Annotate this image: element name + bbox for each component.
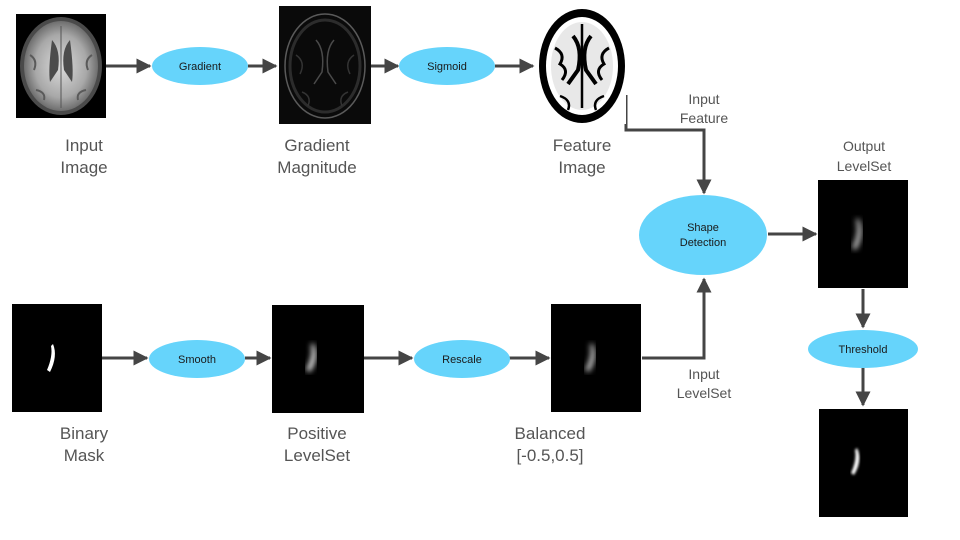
balanced-levelset-image <box>551 304 641 412</box>
label-gradient-magnitude-line2: Magnitude <box>277 158 356 177</box>
arrow-balanced-to-shape-detection <box>642 277 712 360</box>
node-shape-detection: Shape Detection <box>639 195 767 275</box>
node-gradient-label: Gradient <box>179 61 221 73</box>
node-sigmoid: Sigmoid <box>399 47 495 85</box>
label-positive-levelset-line1: Positive <box>287 424 347 443</box>
label-input-image-line1: Input <box>65 136 103 155</box>
label-input-feature-line1: Input <box>688 91 719 107</box>
label-input-levelset-line1: Input <box>688 366 719 382</box>
node-shape-detection-label-line1: Shape <box>687 222 719 234</box>
label-binary-mask-line2: Mask <box>64 446 105 465</box>
node-smooth: Smooth <box>149 340 245 378</box>
label-input-feature-line2: Feature <box>680 110 728 126</box>
label-gradient-magnitude-line1: Gradient <box>284 136 349 155</box>
label-feature-image-line1: Feature <box>553 136 612 155</box>
label-output-levelset-line2: LevelSet <box>837 158 892 174</box>
label-input-image-line2: Image <box>60 158 107 177</box>
thresholded-result-image <box>819 409 908 517</box>
input-image <box>16 14 106 118</box>
label-output-levelset-line1: Output <box>843 138 885 154</box>
node-gradient: Gradient <box>152 47 248 85</box>
node-threshold-label: Threshold <box>839 344 888 356</box>
node-smooth-label: Smooth <box>178 354 216 366</box>
output-levelset-image <box>818 180 908 288</box>
node-rescale: Rescale <box>414 340 510 378</box>
label-input-levelset-line2: LevelSet <box>677 385 732 401</box>
node-rescale-label: Rescale <box>442 354 482 366</box>
node-threshold: Threshold <box>808 330 918 368</box>
label-balanced-line2: [-0.5,0.5] <box>516 446 583 465</box>
label-positive-levelset-line2: LevelSet <box>284 446 350 465</box>
positive-levelset-image <box>272 305 364 413</box>
binary-mask-image <box>12 304 102 412</box>
node-shape-detection-label-line2: Detection <box>680 237 726 249</box>
label-balanced-line1: Balanced <box>515 424 586 443</box>
label-binary-mask-line1: Binary <box>60 424 109 443</box>
label-feature-image-line2: Image <box>558 158 605 177</box>
gradient-magnitude-image <box>279 6 371 124</box>
node-sigmoid-label: Sigmoid <box>427 61 467 73</box>
feature-image <box>537 6 626 124</box>
